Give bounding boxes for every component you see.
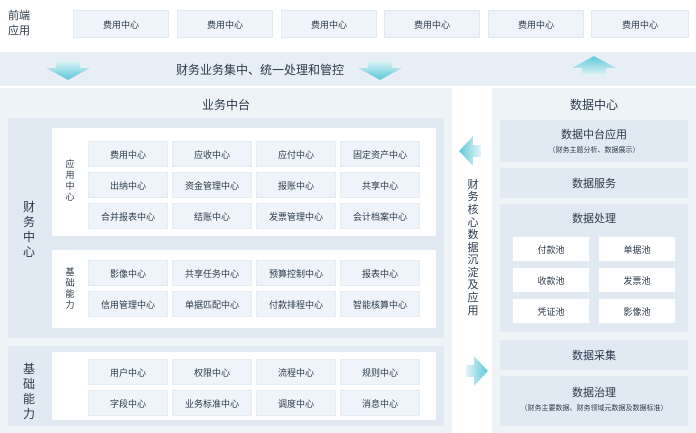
core-data-column: 财务核心数据沉淀及应用: [458, 148, 488, 348]
data-governance-title: 数据治理: [572, 386, 616, 399]
basic-capability-cell: 智能核算中心: [340, 291, 420, 317]
app-center-cell: 结账中心: [172, 203, 252, 229]
app-center-cell: 发票管理中心: [256, 203, 336, 229]
data-collection-card: 数据采集: [500, 340, 688, 370]
front-app-label-line1: 前端: [8, 9, 30, 22]
base-capability-label: 基础能力: [12, 362, 46, 421]
basic-capability-cell: 单据匹配中心: [172, 291, 252, 317]
base-capability-cell: 消息中心: [340, 390, 420, 416]
right-arrow-icon: [466, 356, 488, 386]
base-capability-cell: 规则中心: [340, 359, 420, 385]
app-center-cell: 费用中心: [88, 141, 168, 167]
down-arrow-icon: [46, 60, 90, 80]
basic-capability-cell: 共享任务中心: [172, 260, 252, 286]
basic-capability-cell: 报表中心: [340, 260, 420, 286]
basic-capability-label: 基础能力: [62, 264, 78, 316]
middle-platform-title: 业务中台: [201, 97, 250, 112]
app-center-cell: 报账中心: [256, 172, 336, 198]
base-capability-cell: 权限中心: [172, 359, 252, 385]
front-box: 费用中心: [177, 10, 273, 38]
app-center-cell: 共享中心: [340, 172, 420, 198]
data-service-card: 数据服务: [500, 168, 688, 198]
data-pool-cell: 影像池: [598, 298, 676, 324]
core-data-column-text: 财务核心数据沉淀及应用: [467, 177, 479, 317]
data-processing-title: 数据处理: [572, 212, 616, 225]
front-box: 费用中心: [73, 10, 169, 38]
data-service-title: 数据服务: [572, 177, 616, 190]
data-pool-cell: 收款池: [512, 267, 590, 293]
app-center-cell: 应付中心: [256, 141, 336, 167]
base-capability-cell: 调度中心: [256, 390, 336, 416]
app-center-cell: 应收中心: [172, 141, 252, 167]
data-pool-cell: 单据池: [598, 236, 676, 262]
app-center-cell: 会计档案中心: [340, 203, 420, 229]
basic-capability-cell: 预算控制中心: [256, 260, 336, 286]
base-capability-cell: 用户中心: [88, 359, 168, 385]
data-app-card: 数据中台应用 （财务主题分析、数据展示）: [500, 120, 688, 162]
data-app-title: 数据中台应用: [561, 128, 627, 141]
down-arrow-icon: [358, 60, 402, 80]
data-collection-title: 数据采集: [572, 349, 616, 362]
app-center-cell: 资金管理中心: [172, 172, 252, 198]
data-pool-cell: 付款池: [512, 236, 590, 262]
app-center-cell: 固定资产中心: [340, 141, 420, 167]
application-center-label: 应用中心: [62, 156, 78, 208]
data-pool-cell: 发票池: [598, 267, 676, 293]
base-capability-cell: 流程中心: [256, 359, 336, 385]
front-app-label: 前端 应用: [8, 8, 52, 42]
application-center-label-text: 应用中心: [65, 160, 75, 203]
integration-band-text: 财务业务集中、统一处理和管控: [175, 62, 344, 77]
app-center-cell: 出纳中心: [88, 172, 168, 198]
base-capability-cell: 业务标准中心: [172, 390, 252, 416]
data-pool-cell: 凭证池: [512, 298, 590, 324]
left-arrow-icon: [459, 136, 481, 166]
basic-capability-cell: 影像中心: [88, 260, 168, 286]
app-center-cell: 合并报表中心: [88, 203, 168, 229]
integration-band: [0, 52, 696, 86]
front-box: 费用中心: [488, 10, 584, 38]
up-arrow-icon: [572, 56, 616, 76]
finance-center-label-text: 财务中心: [22, 200, 35, 259]
data-center-title: 数据中心: [569, 97, 618, 112]
base-capability-label-text: 基础能力: [22, 362, 35, 421]
base-capability-cell: 字段中心: [88, 390, 168, 416]
front-box: 费用中心: [591, 10, 689, 38]
data-app-subtitle: （财务主题分析、数据展示）: [548, 146, 640, 154]
basic-capability-cell: 信用管理中心: [88, 291, 168, 317]
basic-capability-cell: 付款排程中心: [256, 291, 336, 317]
front-app-label-line2: 应用: [8, 24, 30, 37]
data-governance-card: 数据治理 （财务主要数据、财务领域元数据及数据标准）: [500, 376, 688, 426]
data-governance-subtitle: （财务主要数据、财务领域元数据及数据标准）: [520, 404, 668, 412]
finance-center-label: 财务中心: [12, 200, 46, 260]
basic-capability-label-text: 基础能力: [65, 268, 75, 311]
front-box: 费用中心: [384, 10, 480, 38]
front-box: 费用中心: [281, 10, 377, 38]
